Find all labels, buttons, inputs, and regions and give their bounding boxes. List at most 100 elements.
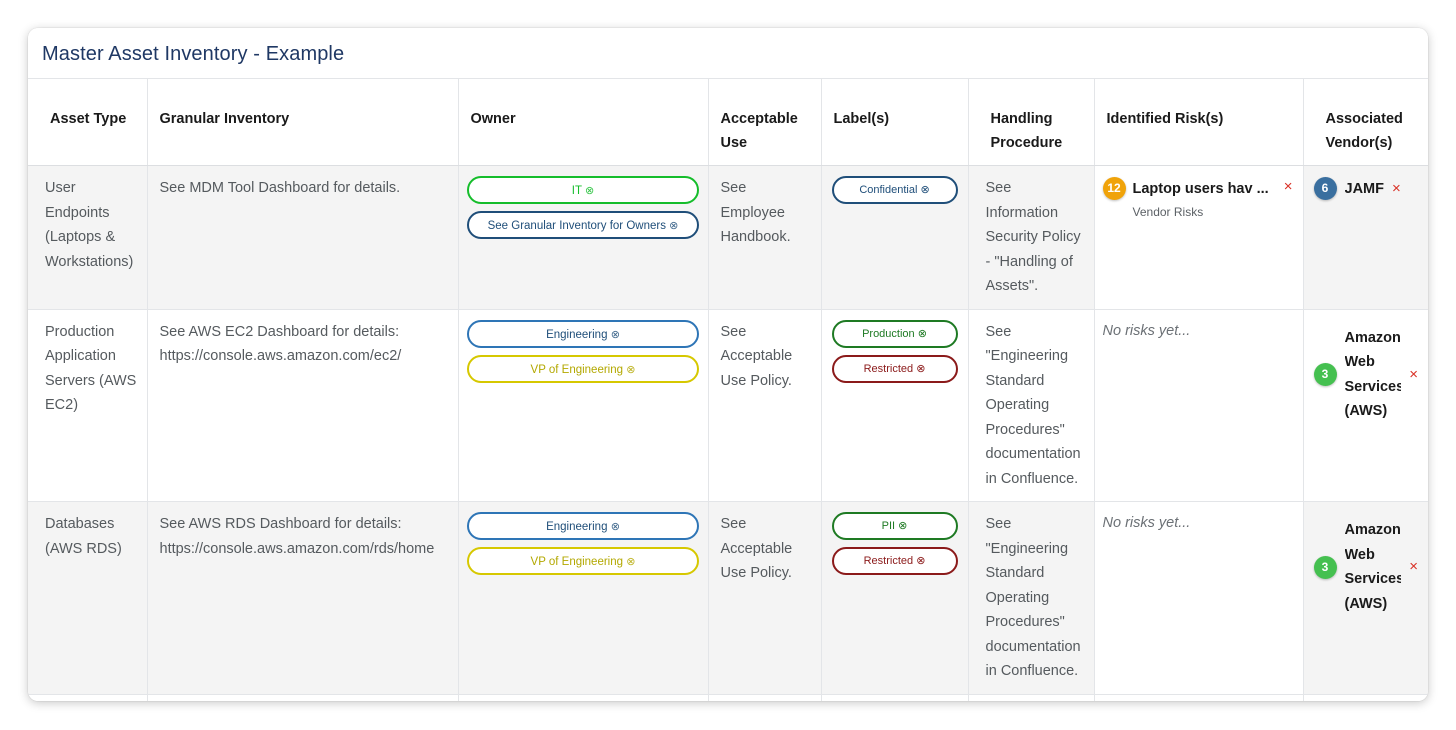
remove-tag-icon[interactable]: ⊗ (610, 328, 620, 341)
label-tag[interactable]: Confidential ⊗ (831, 176, 958, 204)
owner-tag[interactable]: Engineering ⊗ (467, 512, 699, 540)
vendor-count-badge: 3 (1313, 363, 1337, 386)
no-risks-placeholder: No risks yet... (1102, 515, 1191, 531)
remove-tag-icon[interactable]: ⊗ (610, 521, 620, 533)
column-header-identified-risks[interactable]: Identified Risk(s) (1094, 79, 1304, 166)
cell-identified-risks[interactable]: No risks yet... (1094, 694, 1304, 701)
column-header-associated-vendors[interactable]: Associated Vendor(s) (1303, 79, 1428, 166)
remove-tag-icon[interactable]: ⊗ (920, 184, 930, 196)
cell-asset-type[interactable]: Databases (AWS RDS) (28, 501, 148, 695)
cell-owner[interactable]: Engineering ⊗VP of Engineering ⊗ (458, 309, 709, 502)
owner-tag-label: Engineering (546, 521, 608, 533)
vendor-name[interactable]: Amazon Web Services (AWS) (1344, 522, 1402, 612)
label-tag[interactable]: PII ⊗ (831, 512, 958, 540)
vendor-count-badge: 6 (1313, 177, 1337, 200)
table-scroll-region[interactable]: Asset Type Granular Inventory Owner Acce… (28, 79, 1428, 701)
remove-tag-icon[interactable]: ⊗ (626, 556, 636, 568)
remove-vendor-icon[interactable]: × (1391, 179, 1401, 197)
remove-tag-icon[interactable]: ⊗ (669, 220, 679, 232)
label-tag-text: Restricted (863, 362, 914, 375)
cell-identified-risks[interactable]: 12 Laptop users hav ... Vendor Risks × (1094, 165, 1304, 310)
column-header-granular-inventory[interactable]: Granular Inventory (147, 79, 459, 166)
label-tag-text: Confidential (859, 184, 918, 196)
remove-tag-icon[interactable]: ⊗ (898, 520, 908, 532)
cell-associated-vendors[interactable]: 12Github× (1303, 694, 1428, 701)
owner-tag-label: VP of Engineering (530, 556, 624, 568)
risk-count-badge: 12 (1102, 177, 1126, 200)
cell-asset-type[interactable]: Production Application Servers (AWS EC2) (28, 309, 148, 502)
cell-granular-inventory[interactable]: See MDM Tool Dashboard for details. (147, 165, 459, 310)
remove-risk-icon[interactable]: × (1283, 178, 1293, 195)
cell-labels[interactable]: Confidential ⊗ (821, 694, 969, 701)
cell-identified-risks[interactable]: No risks yet... (1094, 309, 1304, 502)
cell-handling-procedure[interactable]: See Information Security Policy - (968, 694, 1095, 701)
card-header: Master Asset Inventory - Example (28, 28, 1428, 79)
cell-acceptable-use[interactable]: See Acceptable Use Policy. (708, 694, 822, 701)
owner-tag[interactable]: See Granular Inventory for Owners ⊗ (467, 211, 699, 239)
vendor-name[interactable]: JAMF (1344, 180, 1384, 197)
cell-labels[interactable]: PII ⊗Restricted ⊗ (821, 501, 969, 695)
remove-tag-icon[interactable]: ⊗ (917, 327, 927, 340)
remove-tag-icon[interactable]: ⊗ (916, 362, 926, 375)
table-header-row: Asset Type Granular Inventory Owner Acce… (28, 79, 1428, 166)
owner-tag[interactable]: IT ⊗ (467, 176, 699, 204)
vendor-chip[interactable]: 3 Amazon Web Services (AWS) × (1313, 320, 1418, 424)
table-row: Source CodeSee GitHub Repository for det… (28, 694, 1428, 701)
vendor-name[interactable]: Amazon Web Services (AWS) (1344, 329, 1402, 420)
label-tag-text: Restricted (863, 555, 914, 567)
owner-tag-label: See Granular Inventory for Owners (487, 220, 666, 232)
no-risks-placeholder: No risks yet... (1102, 322, 1191, 339)
cell-asset-type[interactable]: User Endpoints (Laptops & Workstations) (28, 165, 148, 310)
cell-granular-inventory[interactable]: See GitHub Repository for details. (147, 694, 459, 701)
remove-tag-icon[interactable]: ⊗ (626, 363, 636, 376)
vendor-chip[interactable]: 3 Amazon Web Services (AWS) × (1313, 512, 1418, 616)
label-tag[interactable]: Restricted ⊗ (831, 354, 958, 383)
label-tag[interactable]: Production ⊗ (831, 319, 958, 348)
owner-tag-label: IT (571, 185, 582, 197)
cell-granular-inventory[interactable]: See AWS EC2 Dashboard for details: https… (147, 309, 459, 502)
cell-handling-procedure[interactable]: See Information Security Policy - "Handl… (968, 165, 1095, 310)
label-tag[interactable]: Restricted ⊗ (831, 547, 958, 575)
column-header-owner[interactable]: Owner (458, 79, 709, 166)
owner-tag-label: VP of Engineering (530, 363, 624, 376)
vendor-count-badge: 3 (1313, 555, 1337, 579)
remove-tag-icon[interactable]: ⊗ (585, 185, 595, 197)
cell-acceptable-use[interactable]: See Employee Handbook. (708, 165, 822, 310)
label-tag-text: PII (881, 520, 896, 532)
risk-chip[interactable]: 12 Laptop users hav ... Vendor Risks × (1102, 176, 1293, 221)
cell-acceptable-use[interactable]: See Acceptable Use Policy. (708, 309, 822, 502)
cell-acceptable-use[interactable]: See Acceptable Use Policy. (708, 501, 822, 695)
owner-tag[interactable]: VP of Engineering ⊗ (467, 354, 699, 383)
cell-asset-type[interactable]: Source Code (28, 694, 148, 701)
cell-handling-procedure[interactable]: See "Engineering Standard Operating Proc… (968, 309, 1095, 502)
cell-associated-vendors[interactable]: 3 Amazon Web Services (AWS) × (1303, 309, 1428, 502)
cell-owner[interactable]: Engineering ⊗VP of Engineering ⊗ (458, 501, 709, 695)
remove-vendor-icon[interactable]: × (1409, 365, 1418, 383)
column-header-handling-procedure[interactable]: Handling Procedure (968, 79, 1095, 166)
remove-vendor-icon[interactable]: × (1409, 558, 1418, 575)
column-header-acceptable-use[interactable]: Acceptable Use (708, 79, 822, 166)
column-header-labels[interactable]: Label(s) (821, 79, 969, 166)
cell-labels[interactable]: Production ⊗Restricted ⊗ (821, 309, 969, 502)
label-tag-text: Production (862, 327, 915, 340)
risk-title[interactable]: Laptop users hav ... (1132, 181, 1269, 197)
cell-handling-procedure[interactable]: See "Engineering Standard Operating Proc… (968, 501, 1095, 695)
owner-tag[interactable]: VP of Engineering ⊗ (467, 547, 699, 575)
vendor-chip[interactable]: 6 JAMF × (1313, 176, 1419, 200)
cell-owner[interactable]: IT ⊗See Granular Inventory for Owners ⊗ (458, 165, 709, 310)
remove-tag-icon[interactable]: ⊗ (916, 555, 926, 567)
asset-inventory-table: Asset Type Granular Inventory Owner Acce… (28, 79, 1428, 701)
cell-associated-vendors[interactable]: 6 JAMF × (1303, 165, 1428, 310)
cell-labels[interactable]: Confidential ⊗ (821, 165, 969, 310)
owner-tag-label: Engineering (546, 328, 608, 341)
owner-tag[interactable]: Engineering ⊗ (467, 319, 699, 348)
risk-subtitle: Vendor Risks (1132, 204, 1204, 219)
cell-associated-vendors[interactable]: 3 Amazon Web Services (AWS) × (1303, 501, 1428, 695)
table-row: Databases (AWS RDS)See AWS RDS Dashboard… (28, 501, 1428, 695)
cell-identified-risks[interactable]: No risks yet... (1094, 501, 1304, 695)
page-title: Master Asset Inventory - Example (42, 43, 345, 65)
column-header-asset-type[interactable]: Asset Type (28, 79, 148, 166)
cell-owner[interactable]: DevOps ⊗ (458, 694, 709, 701)
cell-granular-inventory[interactable]: See AWS RDS Dashboard for details: https… (147, 501, 459, 695)
